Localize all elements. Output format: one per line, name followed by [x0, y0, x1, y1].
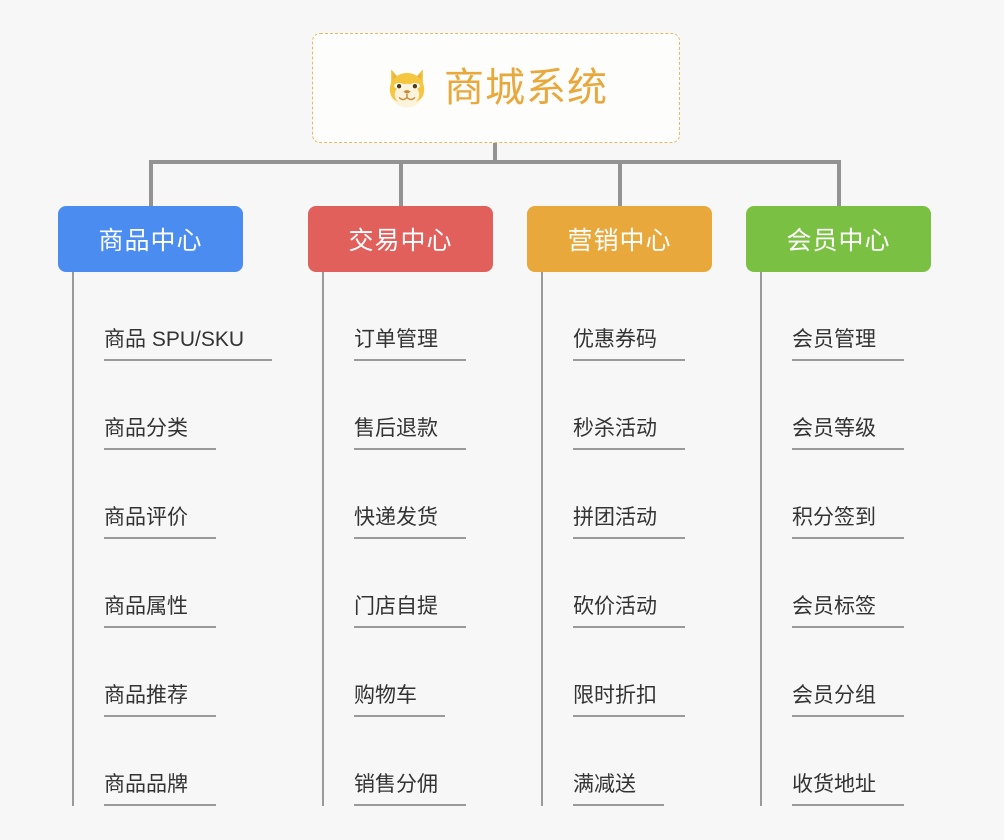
leaf-item[interactable]: 会员分组 [760, 628, 904, 717]
leaf-trunk-line [760, 272, 762, 806]
category-label: 交易中心 [348, 227, 453, 255]
leaf-column-3: 优惠券码秒杀活动拼团活动砍价活动限时折扣满减送 [541, 272, 685, 806]
connector-drop-1 [148, 160, 153, 206]
category-box-3[interactable]: 营销中心 [527, 206, 712, 272]
leaf-item-label: 秒杀活动 [573, 418, 685, 450]
leaf-item-label: 拼团活动 [573, 507, 685, 539]
shiba-dog-icon [384, 65, 430, 111]
leaf-item-label: 积分签到 [792, 507, 904, 539]
root-node[interactable]: 商城系统 [312, 33, 680, 143]
leaf-item[interactable]: 门店自提 [322, 539, 466, 628]
category-box-1[interactable]: 商品中心 [58, 206, 243, 272]
leaf-item[interactable]: 商品推荐 [72, 628, 272, 717]
leaf-item-label: 商品品牌 [104, 774, 216, 806]
leaf-item[interactable]: 拼团活动 [541, 450, 685, 539]
category-box-2[interactable]: 交易中心 [308, 206, 493, 272]
category-label: 会员中心 [786, 227, 891, 255]
connector-bus-bar [152, 160, 840, 164]
leaf-item[interactable]: 秒杀活动 [541, 361, 685, 450]
leaf-item-label: 会员管理 [792, 329, 904, 361]
leaf-item-label: 会员等级 [792, 418, 904, 450]
leaf-item[interactable]: 商品属性 [72, 539, 272, 628]
leaf-item[interactable]: 会员管理 [760, 272, 904, 361]
category-box-4[interactable]: 会员中心 [746, 206, 931, 272]
leaf-column-4: 会员管理会员等级积分签到会员标签会员分组收货地址 [760, 272, 904, 806]
leaf-item[interactable]: 积分签到 [760, 450, 904, 539]
connector-drop-4 [836, 160, 841, 206]
leaf-item[interactable]: 购物车 [322, 628, 466, 717]
leaf-trunk-line [322, 272, 324, 806]
leaf-item[interactable]: 订单管理 [322, 272, 466, 361]
leaf-item-label: 商品分类 [104, 418, 216, 450]
category-label: 营销中心 [567, 227, 672, 255]
leaf-item[interactable]: 商品评价 [72, 450, 272, 539]
leaf-column-2: 订单管理售后退款快递发货门店自提购物车销售分佣 [322, 272, 466, 806]
leaf-item[interactable]: 售后退款 [322, 361, 466, 450]
leaf-item[interactable]: 收货地址 [760, 717, 904, 806]
leaf-item[interactable]: 商品 SPU/SKU [72, 272, 273, 361]
leaf-item-label: 优惠券码 [573, 329, 685, 361]
leaf-item[interactable]: 销售分佣 [322, 717, 466, 806]
leaf-item-label: 砍价活动 [573, 596, 685, 628]
leaf-item[interactable]: 砍价活动 [541, 539, 685, 628]
leaf-item-label: 订单管理 [354, 329, 466, 361]
leaf-item-label: 收货地址 [792, 774, 904, 806]
leaf-item[interactable]: 优惠券码 [541, 272, 685, 361]
leaf-item-label: 商品评价 [104, 507, 216, 539]
connector-drop-3 [617, 160, 622, 206]
leaf-item-label: 会员标签 [792, 596, 904, 628]
leaf-item-label: 购物车 [354, 685, 445, 717]
connector-root-stem [493, 143, 497, 163]
leaf-item-label: 限时折扣 [573, 685, 685, 717]
leaf-item-label: 销售分佣 [354, 774, 466, 806]
leaf-item-label: 商品 SPU/SKU [104, 329, 273, 361]
leaf-item[interactable]: 会员标签 [760, 539, 904, 628]
category-label: 商品中心 [98, 227, 203, 255]
connector-drop-2 [398, 160, 403, 206]
leaf-column-1: 商品 SPU/SKU 商品分类商品评价商品属性商品推荐商品品牌 [72, 272, 273, 806]
leaf-item[interactable]: 快递发货 [322, 450, 466, 539]
leaf-item-label: 商品推荐 [104, 685, 216, 717]
leaf-item-label: 会员分组 [792, 685, 904, 717]
leaf-trunk-line [541, 272, 543, 806]
leaf-item[interactable]: 商品品牌 [72, 717, 272, 806]
leaf-item[interactable]: 会员等级 [760, 361, 904, 450]
leaf-item-label: 快递发货 [354, 507, 466, 539]
leaf-item-label: 门店自提 [354, 596, 466, 628]
root-title: 商城系统 [444, 66, 608, 110]
leaf-item-label: 满减送 [573, 774, 664, 806]
leaf-item[interactable]: 商品分类 [72, 361, 272, 450]
leaf-item[interactable]: 满减送 [541, 717, 685, 806]
leaf-item-label: 售后退款 [354, 418, 466, 450]
leaf-item[interactable]: 限时折扣 [541, 628, 685, 717]
leaf-item-label: 商品属性 [104, 596, 216, 628]
leaf-trunk-line [72, 272, 74, 806]
